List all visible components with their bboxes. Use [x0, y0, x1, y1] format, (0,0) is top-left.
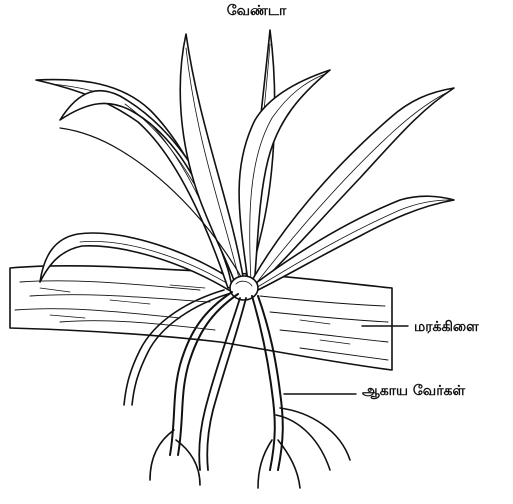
branch-label: மரக்கிளை — [414, 320, 479, 334]
aerial-roots-label: ஆகாய வேர்கள் — [362, 384, 465, 398]
tree-branch — [10, 266, 392, 370]
orchid-leaves — [36, 30, 454, 292]
